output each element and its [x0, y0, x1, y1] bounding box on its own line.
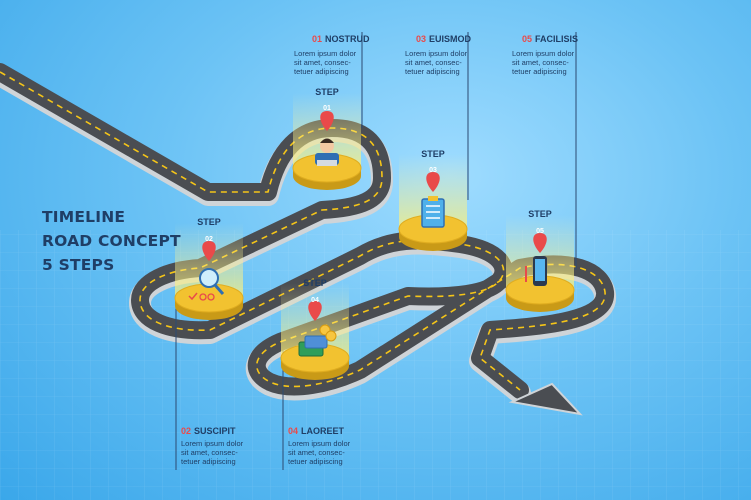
location-pin-icon: [320, 111, 334, 131]
title-line-2: ROAD CONCEPT: [42, 232, 181, 250]
step-description: Lorem ipsum dolor sit amet, consec- tetu…: [512, 49, 575, 76]
step-description: Lorem ipsum dolor sit amet, consec- tetu…: [181, 439, 244, 466]
pin-number-01: 01: [323, 105, 331, 112]
step-word-03: STEP: [421, 149, 445, 159]
step-description: Lorem ipsum dolor sit amet, consec- tetu…: [288, 439, 351, 466]
magnifier-checklist-icon: [188, 268, 225, 301]
location-pin-icon: [533, 233, 547, 253]
step-description: Lorem ipsum dolor sit amet, consec- tetu…: [294, 49, 357, 76]
step-word-04: STEP: [303, 278, 327, 288]
money-cards-icon: [298, 324, 337, 357]
pin-number-02: 02: [205, 236, 213, 243]
step-number: 01: [312, 34, 323, 44]
step-number: 03: [416, 34, 427, 44]
step-word-02: STEP: [197, 217, 221, 227]
road-lane-marking: [0, 71, 606, 391]
step-name: EUISMOD: [429, 34, 472, 44]
step-name: FACILISIS: [535, 34, 579, 44]
location-pin-icon: [202, 241, 216, 261]
step-word-05: STEP: [528, 209, 552, 219]
step-desc-03: Lorem ipsum dolor sit amet, consec- tetu…: [405, 46, 475, 76]
location-pin-icon: [426, 172, 440, 192]
smartphone-icon: [525, 256, 547, 286]
pin-number-05: 05: [536, 228, 544, 235]
step-platform-05: [505, 215, 575, 312]
step-platform-01: [292, 93, 362, 190]
step-name: SUSCIPIT: [194, 426, 236, 436]
clipboard-icon: [421, 196, 445, 228]
title-line-3: 5 STEPS: [42, 256, 115, 274]
step-number: 04: [288, 426, 299, 436]
step-name: LAOREET: [301, 426, 345, 436]
step-platform-03: [398, 154, 468, 251]
step-name: NOSTRUD: [325, 34, 370, 44]
road-arrow-head: [508, 382, 583, 416]
pin-number-03: 03: [429, 167, 437, 174]
location-pin-icon: [308, 301, 322, 321]
step-word-01: STEP: [315, 87, 339, 97]
step-platform-02: [174, 223, 244, 320]
step-desc-01: Lorem ipsum dolor sit amet, consec- tetu…: [294, 46, 364, 76]
pin-number-04: 04: [311, 297, 319, 304]
businessman-laptop-icon: [315, 138, 339, 166]
title-line-1: TIMELINE: [42, 208, 126, 226]
step-number: 02: [181, 426, 192, 436]
step-platform-04: [280, 283, 350, 380]
step-description: Lorem ipsum dolor sit amet, consec- tetu…: [405, 49, 468, 76]
step-number: 05: [522, 34, 533, 44]
step-desc-05: Lorem ipsum dolor sit amet, consec- tetu…: [512, 46, 582, 76]
platform-top: [174, 283, 244, 313]
